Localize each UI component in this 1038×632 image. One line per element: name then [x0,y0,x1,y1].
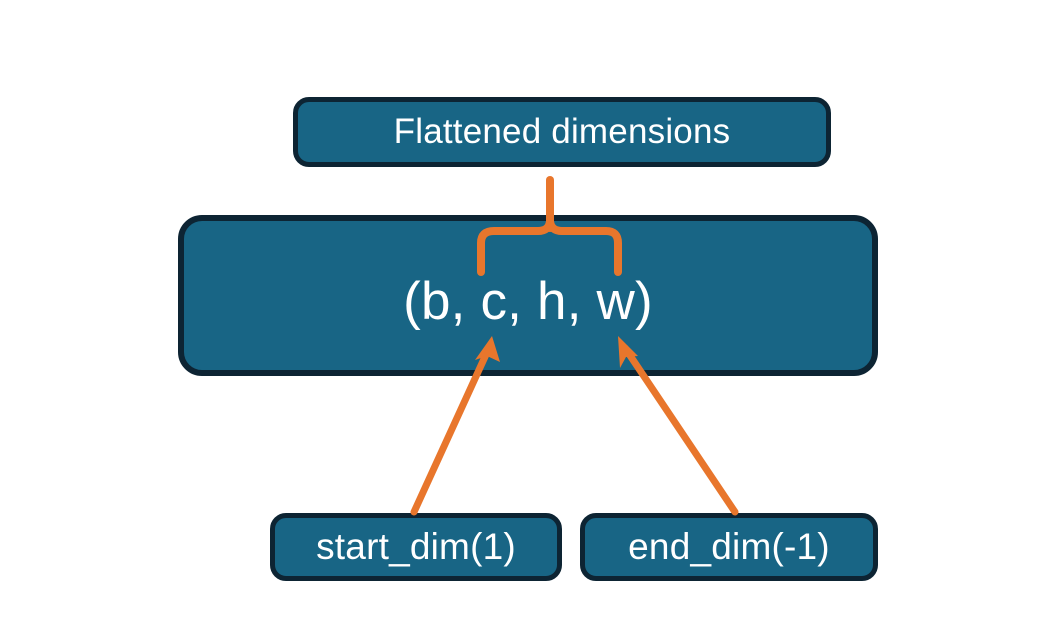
flattened-dimensions-label: Flattened dimensions [393,112,731,151]
end-dim-label: end_dim(-1) [628,526,830,567]
tensor-shape-label: (b, c, h, w) [403,272,653,331]
end-dim-box: end_dim(-1) [580,513,878,581]
start-dim-label: start_dim(1) [316,526,516,567]
tensor-shape-box: (b, c, h, w) [178,215,878,376]
flattened-dimensions-box: Flattened dimensions [293,97,831,167]
start-dim-box: start_dim(1) [270,513,562,581]
